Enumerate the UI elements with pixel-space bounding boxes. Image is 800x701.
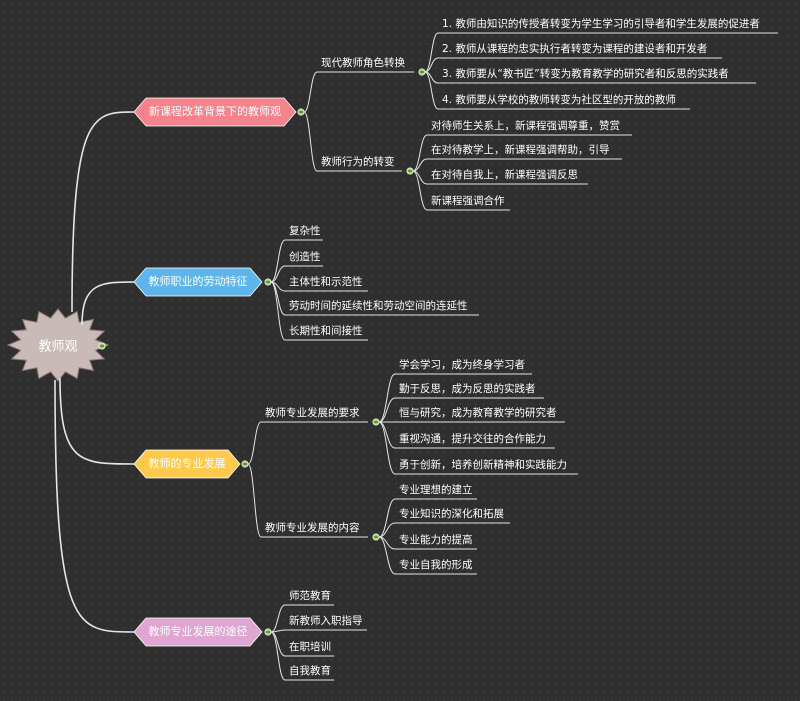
branch-2-sub-1-leaf-1-label[interactable]: 专业知识的深化和拓展 (399, 508, 504, 520)
branch-1-leaf-3-label[interactable]: 劳动时间的延续性和劳动空间的连延性 (289, 300, 468, 312)
branch-0-shape (133, 97, 297, 127)
branch-2-sub-0-leaf-1-line (378, 397, 396, 423)
branch-2-sub-1-leaf-1-line (378, 522, 396, 538)
root-to-branch-1-line (81, 281, 135, 326)
branch-0-sub-0-label[interactable]: 现代教师角色转换 (321, 57, 405, 69)
branch-1-label[interactable]: 教师职业的劳动特征 (148, 275, 248, 288)
branch-1-leaf-1-label[interactable]: 创造性 (289, 251, 321, 263)
branch-2-sub-1-leaf-0-line (378, 498, 396, 538)
branch-2-sub-0-leaf-4-line (378, 421, 396, 475)
branch-0-sub-0-leaf-0-label[interactable]: 1. 教师由知识的传授者转变为学生学习的引导者和学生发展的促进者 (442, 18, 760, 30)
branch-0-sub-0-leaf-1-line (424, 57, 439, 73)
branch-2-sub-0-line (247, 421, 262, 465)
branch-3-leaf-3-line (270, 631, 286, 681)
branch-2-shape (133, 449, 241, 479)
branch-2-sub-1-label[interactable]: 教师专业发展的内容 (265, 522, 360, 534)
branch-3-leaf-2-label[interactable]: 在职培训 (289, 641, 331, 653)
branch-2-sub-0-leaf-4-label[interactable]: 勇于创新，培养创新精神和实践能力 (399, 459, 567, 471)
branch-2-sub-1-leaf-3-label[interactable]: 专业自我的形成 (399, 559, 473, 571)
branch-2-sub-1-leaf-0-label[interactable]: 专业理想的建立 (399, 484, 473, 496)
branch-0-sub-1-leaf-1-line (412, 158, 428, 172)
branch-2-sub-1-leaf-2-label[interactable]: 专业能力的提高 (399, 534, 473, 546)
branch-2-label[interactable]: 教师的专业发展 (148, 457, 226, 470)
root-to-branch-2-line (59, 377, 135, 465)
branch-1-leaf-0-label[interactable]: 复杂性 (289, 225, 321, 237)
branch-0-sub-1-label[interactable]: 教师行为的转变 (321, 156, 395, 168)
branch-1-shape (133, 267, 263, 297)
branch-2-sub-0-label[interactable]: 教师专业发展的要求 (265, 407, 360, 419)
branch-0-sub-1-leaf-0-label[interactable]: 对待师生关系上，新课程强调尊重，赞赏 (431, 120, 620, 132)
branch-0-sub-1-leaf-0-line (412, 134, 428, 172)
branch-0-sub-0-leaf-3-line (424, 71, 439, 110)
branch-3-shape (133, 617, 263, 647)
branch-3-leaf-0-line (270, 604, 286, 633)
branch-0-sub-1-leaf-3-label[interactable]: 新课程强调合作 (431, 195, 505, 207)
branch-0-sub-0-line (303, 71, 318, 113)
branch-2-sub-0-leaf-1-label[interactable]: 勤于反思，成为反思的实践者 (399, 383, 536, 395)
branch-3-label[interactable]: 教师专业发展的途径 (148, 625, 248, 638)
branch-2-sub-1-line (247, 463, 262, 538)
branch-2-sub-0-leaf-3-line (378, 421, 396, 449)
root-label: 教师观 (38, 339, 78, 355)
branch-0-sub-0-leaf-3-label[interactable]: 4. 教师要从学校的教师转变为社区型的开放的教师 (442, 94, 676, 106)
branch-2-sub-0-leaf-0-line (378, 373, 396, 423)
branch-3-leaf-3-label[interactable]: 自我教育 (289, 665, 331, 677)
branch-2-sub-0-leaf-3-label[interactable]: 重视沟通，提升交往的合作能力 (399, 433, 546, 445)
root-shape (6, 308, 110, 382)
branch-1-leaf-1-line (270, 265, 286, 283)
root-to-branch-0-line (71, 111, 135, 313)
branch-2-sub-0-leaf-0-label[interactable]: 学会学习，成为终身学习者 (399, 359, 525, 371)
branch-0-sub-1-line (303, 111, 318, 172)
branch-0-sub-0-leaf-2-label[interactable]: 3. 教师要从“教书匠”转变为教育教学的研究者和反思的实践者 (442, 68, 729, 80)
branch-3-leaf-1-label[interactable]: 新教师入职指导 (289, 615, 363, 627)
branch-1-leaf-0-line (270, 239, 286, 283)
branch-3-leaf-2-line (270, 631, 286, 657)
branch-0-sub-1-leaf-3-line (412, 170, 428, 211)
branch-0-sub-0-leaf-1-label[interactable]: 2. 教师从课程的忠实执行者转变为课程的建设者和开发者 (442, 43, 708, 55)
branch-0-sub-1-leaf-2-label[interactable]: 在对待自我上，新课程强调反思 (431, 169, 578, 181)
root-to-branch-3-line (54, 379, 135, 633)
branch-0-label[interactable]: 新课程改革背景下的教师观 (149, 105, 281, 118)
branch-3-leaf-0-label[interactable]: 师范教育 (289, 590, 331, 602)
branch-2-sub-0-leaf-2-label[interactable]: 恒与研究，成为教育教学的研究者 (399, 407, 557, 419)
branch-1-leaf-2-label[interactable]: 主体性和示范性 (289, 276, 363, 288)
branch-1-leaf-4-line (270, 281, 286, 341)
branch-0-sub-1-leaf-1-label[interactable]: 在对待教学上，新课程强调帮助，引导 (431, 144, 610, 156)
branch-2-sub-1-leaf-3-line (378, 536, 396, 575)
branch-1-leaf-4-label[interactable]: 长期性和间接性 (289, 325, 363, 337)
branch-0-sub-0-leaf-0-line (424, 32, 439, 73)
